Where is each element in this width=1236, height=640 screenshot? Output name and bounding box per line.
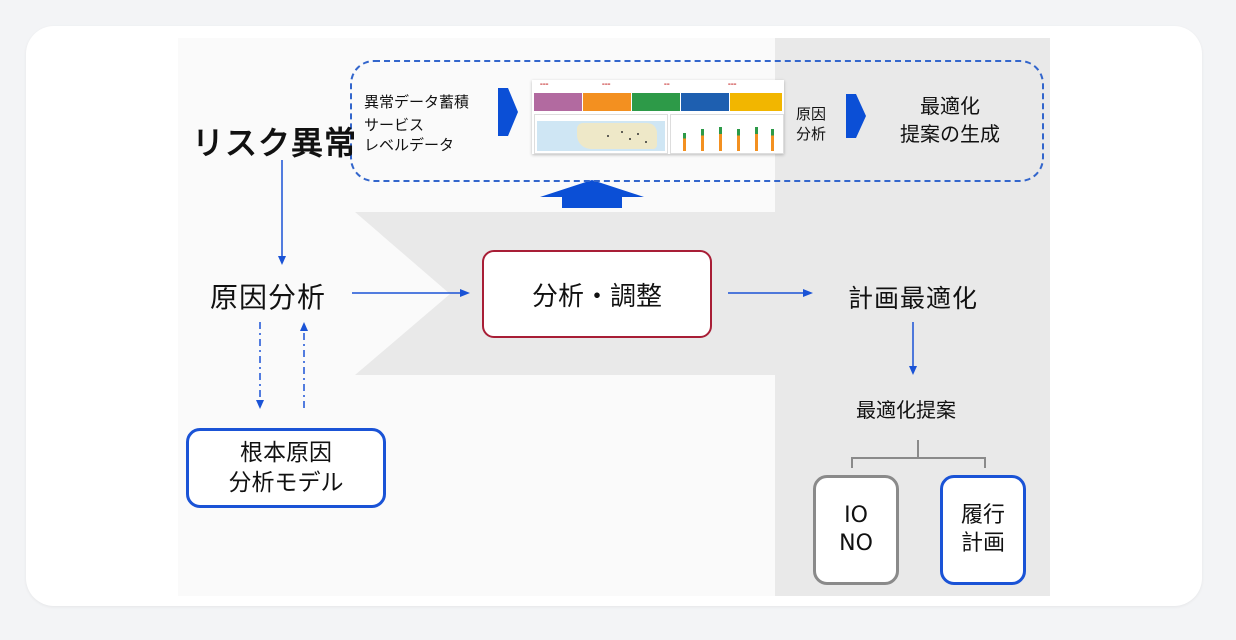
- map-area: [537, 121, 665, 151]
- io-no-line1: IO: [844, 503, 868, 528]
- execution-plan-line2: 計画: [960, 531, 1005, 556]
- map-panel: [534, 114, 668, 154]
- tile-orange: [583, 93, 631, 111]
- generate-proposal-line2: 提案の生成: [900, 122, 1000, 146]
- trend-bar: [755, 127, 758, 151]
- data-accum-label: 異常データ蓄積: [364, 93, 470, 111]
- kpi-2: ▬▬▬: [602, 82, 611, 86]
- proposal-bracket: [851, 440, 986, 468]
- tile-yellow: [730, 93, 782, 111]
- trend-bar: [701, 129, 704, 151]
- tile-blue: [681, 93, 729, 111]
- optimization-proposal-label: 最適化提案: [856, 398, 956, 422]
- root-model-line2: 分析モデル: [228, 470, 344, 496]
- map-dot: [645, 141, 647, 143]
- root-model-line1: 根本原因: [240, 440, 332, 466]
- map-dot: [607, 135, 609, 137]
- big-up-arrow: [540, 180, 644, 208]
- io-no-box: IO NO: [813, 475, 899, 585]
- plan-optimization-label: 計画最適化: [848, 284, 979, 313]
- pipeline-dashed-box: [350, 60, 1044, 182]
- generate-proposal-line1: 最適化: [920, 94, 980, 118]
- kpi-4: ▬▬▬: [728, 82, 737, 86]
- trend-bar: [683, 133, 686, 151]
- chevron-arrow-2: [846, 94, 866, 138]
- trend-bar: [771, 129, 774, 151]
- land-shape: [577, 123, 657, 149]
- trend-bar: [719, 127, 722, 151]
- map-dot: [637, 133, 639, 135]
- trend-bar: [737, 129, 740, 151]
- map-dot: [621, 131, 623, 133]
- root-model-box: 根本原因 分析モデル: [186, 428, 386, 508]
- analysis-adjust-box: 分析・調整: [482, 250, 712, 338]
- tile-green: [632, 93, 680, 111]
- trend-panel: [670, 114, 784, 154]
- generate-proposal-label: 最適化 提案の生成: [890, 92, 1010, 148]
- execution-plan-line1: 履行: [960, 503, 1005, 528]
- kpi-1: ▬▬▬: [540, 82, 549, 86]
- chevron-arrow-1: [498, 88, 518, 136]
- cause-analysis-line1: 原因: [796, 105, 827, 123]
- cause-analysis-line2: 分析: [796, 125, 827, 143]
- root-cause-label: 原因分析: [210, 281, 327, 314]
- service-level-line2: レベルデータ: [364, 136, 455, 154]
- tile-purple: [534, 93, 582, 111]
- risk-anomaly-label: リスク異常: [192, 124, 358, 162]
- execution-plan-box: 履行 計画: [940, 475, 1026, 585]
- map-dot: [629, 138, 631, 140]
- service-level-line1: サービス: [364, 116, 425, 134]
- dashboard-thumbnail: ▬▬▬ ▬▬▬ ▬▬ ▬▬▬: [532, 80, 784, 154]
- kpi-3: ▬▬: [664, 82, 670, 86]
- io-no-line2: NO: [839, 531, 873, 556]
